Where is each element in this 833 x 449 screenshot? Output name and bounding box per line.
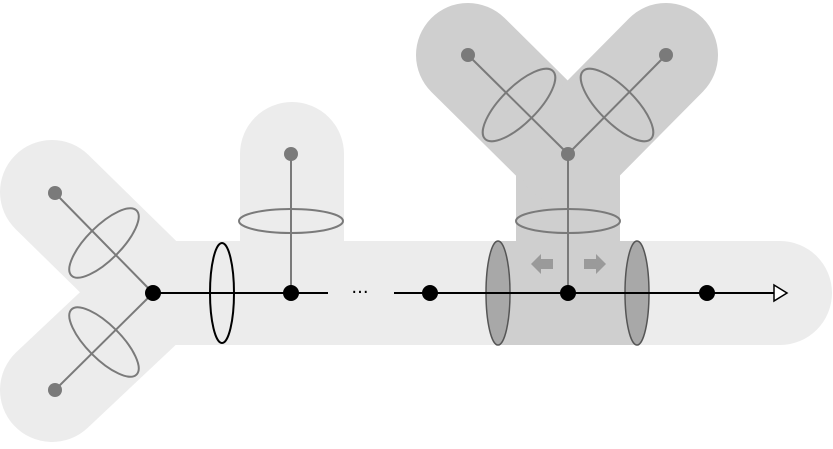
direction-arrows [531,254,606,274]
dark-right-arm-line [567,54,667,155]
dark-left-arm-ring [481,67,557,143]
upper-left-branch-line [54,192,154,294]
main-node [283,285,299,301]
branch-node [48,186,62,200]
branch-node [284,147,298,161]
main-node [145,285,161,301]
branch-node [561,147,575,161]
ellipsis-label: ··· [351,282,368,303]
left-arrow-icon [531,254,553,274]
lower-left-ring [68,306,140,378]
right-arrow-icon [584,254,606,274]
dark-stem-ring [515,208,621,234]
branch-node [659,48,673,62]
dark-left-arm-line [467,54,569,155]
main-node [560,285,576,301]
main-node [422,285,438,301]
light-tube-group [0,102,832,442]
branch-line-group [54,54,667,391]
main-node [699,285,715,301]
branch-ring-group [68,67,655,378]
main-bond-ring [209,242,235,344]
open-arrowhead-icon [773,283,789,303]
branch-node [48,383,62,397]
lower-left-branch-line [54,292,154,391]
branch-node [461,48,475,62]
vertical-branch-ring [238,208,344,234]
main-node-group [145,285,715,301]
upper-left-ring [68,207,140,279]
dark-right-arm-ring [579,67,655,143]
branch-node-group [48,48,673,397]
